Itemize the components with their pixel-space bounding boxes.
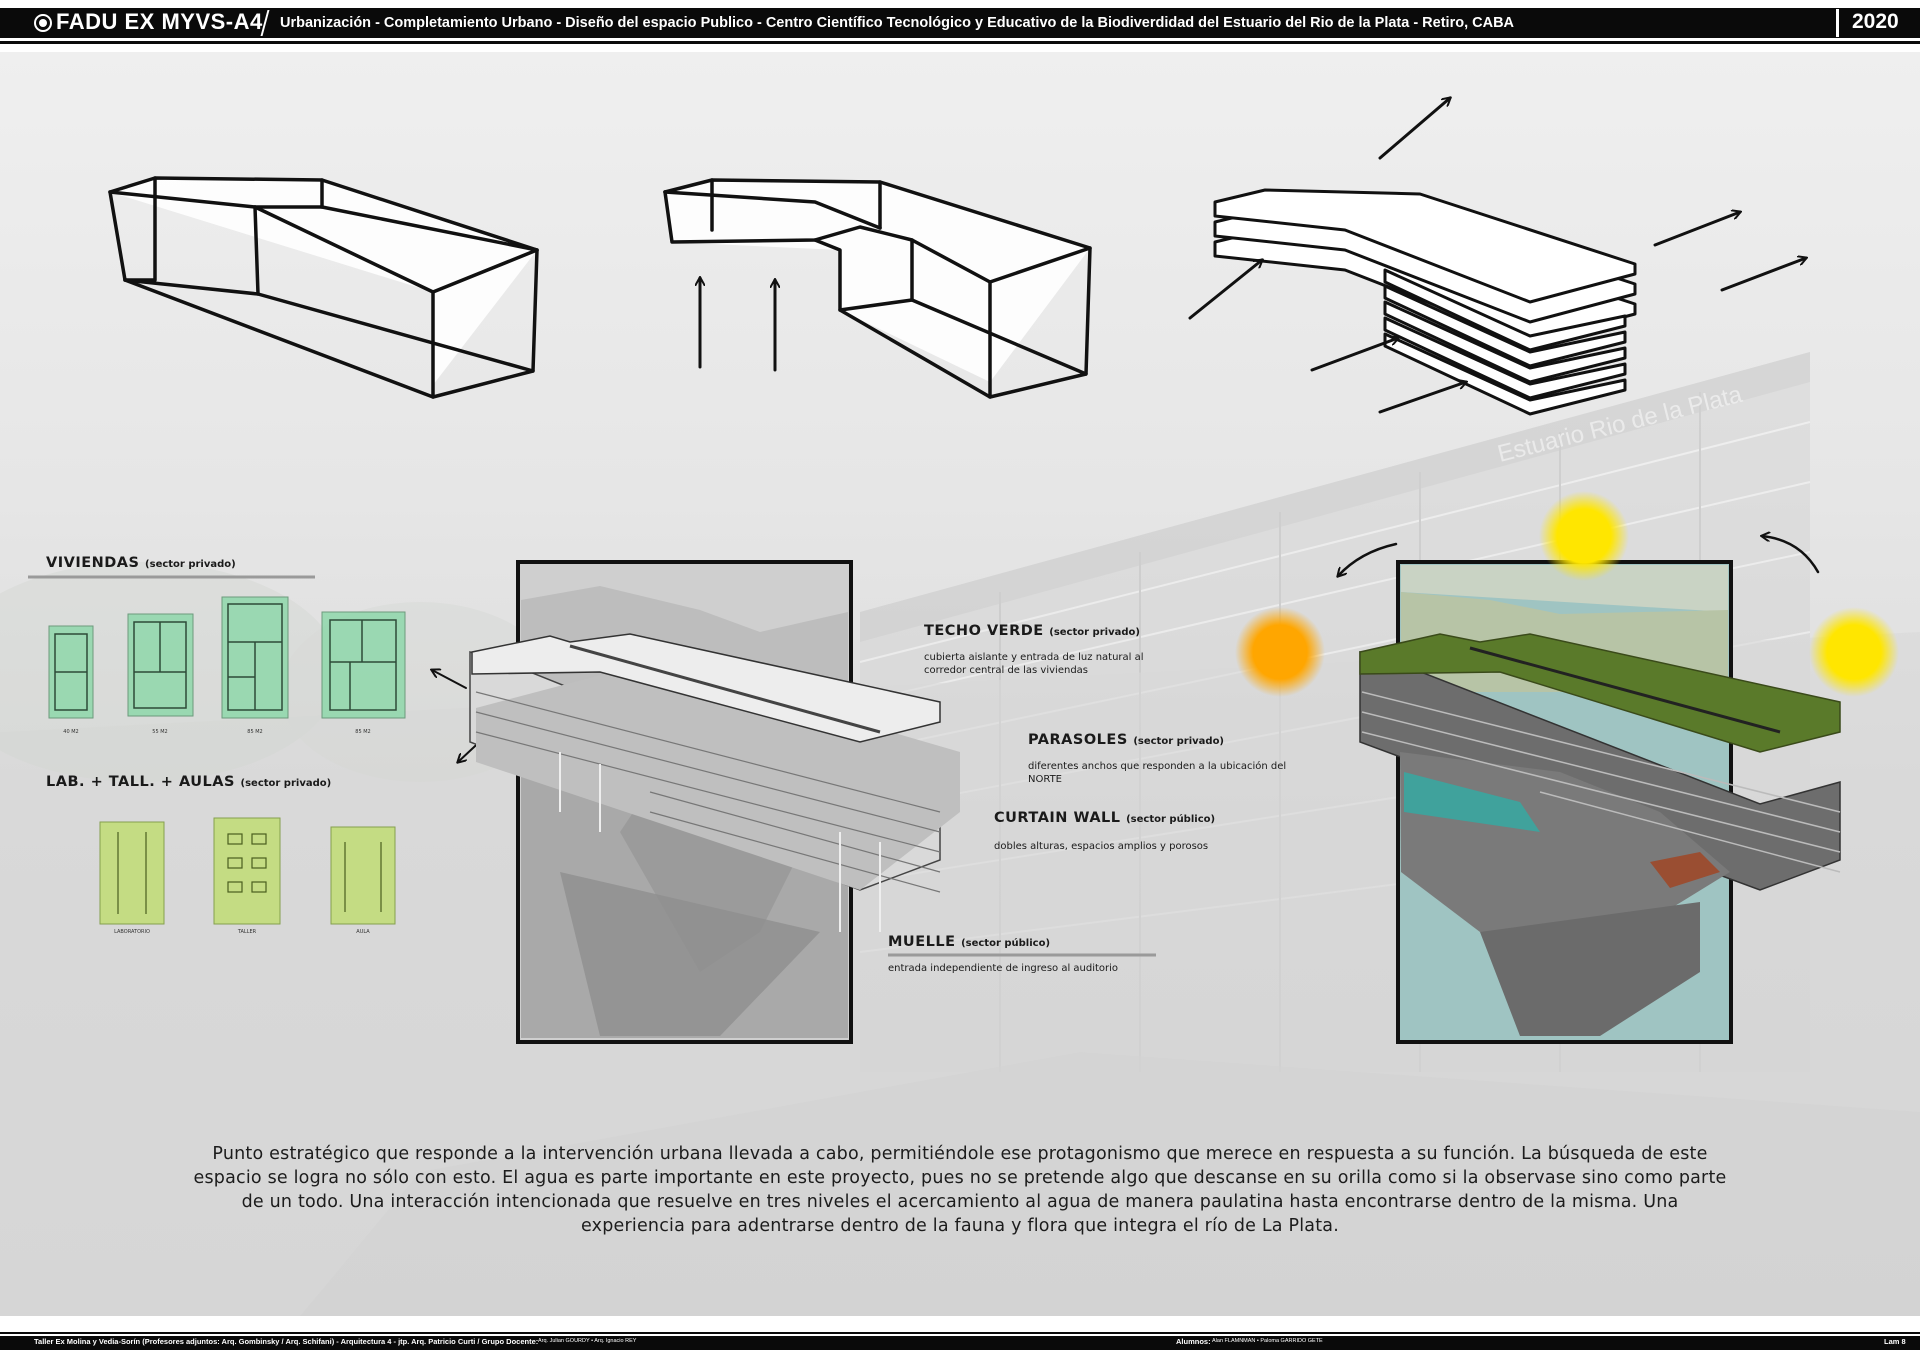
plan-label-taller: TALLER: [237, 929, 257, 935]
footer-rule: [0, 1332, 1920, 1334]
plan-label-laboratorio: LABORATORIO: [114, 929, 150, 935]
footer-docentes: Arq. Julian GOURDY • Arq. Ignacio REY: [538, 1338, 637, 1344]
concept-sketch-1: [108, 176, 539, 399]
building-render-color: [1359, 565, 1841, 1038]
lab-title: LAB. + TALL. + AULAS (sector privado): [46, 774, 331, 790]
concept-sketch-2: [663, 178, 1092, 399]
plan-label-aula: AULA: [356, 929, 370, 935]
housing-plans: [48, 596, 406, 719]
techo-verde-title: TECHO VERDE (sector privado): [924, 623, 1140, 639]
footer-bar: [0, 1336, 1920, 1350]
parasoles-title-text: PARASOLES: [1028, 732, 1128, 748]
curtain-wall-title-text: CURTAIN WALL: [994, 810, 1121, 826]
year-box: [1836, 9, 1920, 37]
curtain-wall-desc: dobles alturas, espacios amplios y poros…: [994, 841, 1209, 852]
building-render-greyscale: [469, 586, 960, 1038]
techo-verde-desc: cubierta aislante y entrada de luz natur…: [924, 652, 1144, 676]
viviendas-subtitle: (sector privado): [145, 559, 236, 570]
diagram-drawing: Estuario Rio de la Plata: [0, 52, 1920, 1316]
flow-arrow-icon: [1188, 98, 1806, 414]
plan-label-3: 85 M2: [247, 729, 263, 735]
plan-label-2: 55 M2: [152, 729, 168, 735]
curtain-wall-subtitle: (sector público): [1126, 814, 1216, 825]
curtain-wall-title: CURTAIN WALL (sector público): [994, 810, 1215, 826]
sheet-canvas: Estuario Rio de la Plata: [0, 52, 1920, 1316]
plan-label-4: 85 M2: [355, 729, 371, 735]
parasoles-subtitle: (sector privado): [1133, 736, 1225, 747]
muelle-subtitle: (sector público): [961, 938, 1051, 949]
concept-sketch-3: [1213, 188, 1637, 416]
lab-plans: [99, 817, 396, 925]
footer-alumnos-label: Alumnos:: [1176, 1337, 1211, 1346]
viviendas-title-text: VIVIENDAS: [46, 555, 140, 571]
footer: Taller Ex Molina y Vedia-Sorín (Profesor…: [0, 1324, 1920, 1358]
university-logo-icon: [34, 14, 52, 32]
plan-label-1: 40 M2: [63, 729, 79, 735]
footer-lamina: Lam 8: [1884, 1337, 1906, 1346]
muelle-title-text: MUELLE: [888, 934, 956, 950]
year: 2020: [1852, 10, 1899, 33]
techo-verde-title-text: TECHO VERDE: [924, 623, 1044, 639]
sun-ray-arrow-icon: [1338, 536, 1820, 576]
header-bar: [0, 8, 1920, 38]
lab-title-text: LAB. + TALL. + AULAS: [46, 774, 235, 790]
footer-taller: Taller Ex Molina y Vedia-Sorín (Profesor…: [34, 1337, 539, 1346]
lab-subtitle: (sector privado): [240, 778, 332, 789]
muelle-title: MUELLE (sector público): [888, 934, 1050, 950]
project-subject: Urbanización - Completamiento Urbano - D…: [280, 15, 1515, 31]
project-description: Punto estratégico que responde a la inte…: [193, 1144, 1727, 1236]
upward-arrow-icon: [700, 278, 775, 372]
header: FADU EX MYVS-A4 Urbanización - Completam…: [0, 0, 1920, 44]
sun-icon: [1235, 491, 1899, 697]
parasoles-desc: diferentes anchos que responden a la ubi…: [1028, 761, 1287, 785]
footer-alumnos: Alan FLAMNMAN • Paloma GARRIDO GETE: [1212, 1338, 1323, 1344]
course-brand: FADU EX MYVS-A4: [56, 9, 263, 34]
techo-verde-subtitle: (sector privado): [1049, 627, 1140, 638]
muelle-desc: entrada independiente de ingreso al audi…: [888, 963, 1119, 974]
header-rule: [0, 41, 1920, 44]
viviendas-title: VIVIENDAS (sector privado): [46, 555, 236, 571]
parasoles-title: PARASOLES (sector privado): [1028, 732, 1224, 748]
